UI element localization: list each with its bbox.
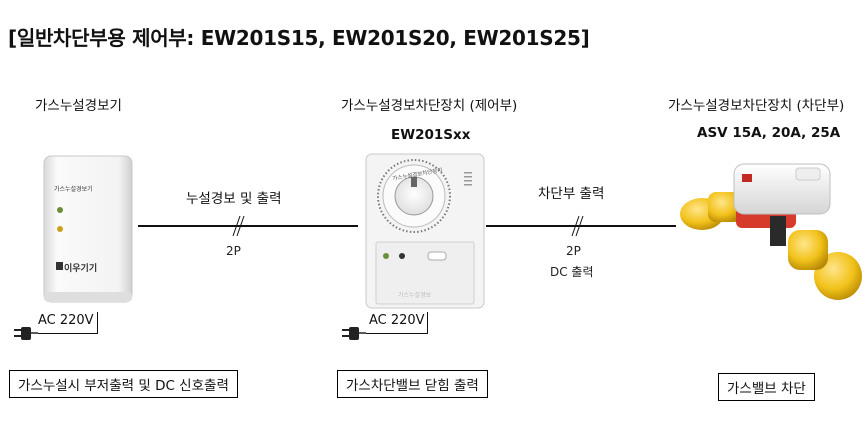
detector-power-wire: [38, 333, 98, 334]
power-plug-icon: [342, 327, 366, 340]
detector-function-box: 가스누설시 부저출력 및 DC 신호출력: [9, 370, 238, 398]
controller-image: [365, 153, 485, 309]
power-plug-icon: [14, 327, 38, 340]
controller-power-label: AC 220V: [369, 313, 425, 328]
wire-slash-icon: [571, 215, 584, 237]
controller-power-wire: [366, 333, 428, 334]
right-link-top-label: 차단부 출력: [538, 186, 605, 202]
page-title: [일반차단부용 제어부: EW201S15, EW201S20, EW201S2…: [8, 26, 590, 50]
test-button-icon: [427, 251, 447, 261]
led-green-icon: [383, 253, 389, 259]
detector-power-wire-vertical: [97, 312, 98, 334]
detector-controller-wire: [138, 225, 358, 227]
gas-valve-image: [680, 163, 862, 300]
actuator-label: 가스누설경보차단장치 (차단부): [668, 98, 845, 114]
controller-function-box: 가스차단밸브 닫힘 출력: [337, 370, 488, 398]
detector-power-label: AC 220V: [38, 313, 94, 328]
led-yellow-icon: [57, 226, 63, 232]
controller-power-wire-vertical: [427, 312, 428, 334]
right-link-bottom-label-2: DC 출력: [550, 265, 594, 279]
actuator-function-box: 가스밸브 차단: [718, 373, 815, 401]
controller-model: EW201Sxx: [391, 127, 471, 143]
controller-actuator-wire: [486, 225, 676, 227]
detector-label: 가스누설경보기: [35, 98, 122, 114]
right-link-bottom-label-1: 2P: [566, 244, 581, 258]
controller-panel-text: 가스누설경보: [398, 292, 432, 299]
gas-detector-image: [43, 155, 133, 303]
controller-label: 가스누설경보차단장치 (제어부): [341, 98, 518, 114]
led-dark-icon: [399, 253, 405, 259]
left-link-bottom-label: 2P: [226, 244, 241, 258]
actuator-model: ASV 15A, 20A, 25A: [697, 125, 841, 141]
left-link-top-label: 누설경보 및 출력: [186, 191, 282, 207]
detector-brand: 이우기기: [64, 264, 98, 274]
detector-device-text: 가스누설경보기: [54, 186, 93, 193]
dial-pointer-icon: [411, 177, 417, 187]
wire-slash-icon: [232, 215, 245, 237]
led-green-icon: [57, 207, 63, 213]
label-tag-icon: [742, 174, 752, 182]
